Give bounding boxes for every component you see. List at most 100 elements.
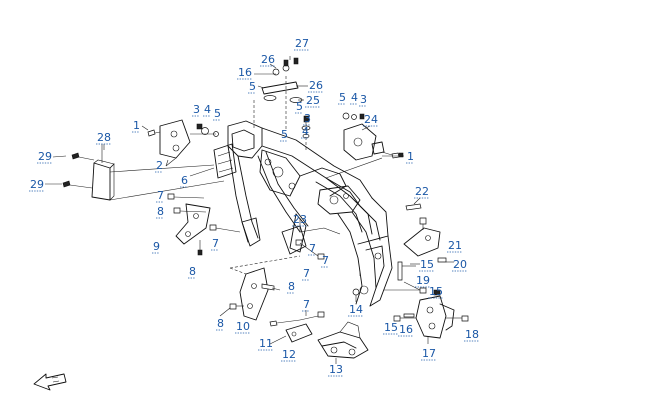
callout-number[interactable]: 8 — [217, 317, 224, 330]
callout-c7e[interactable]: 7 — [321, 254, 329, 268]
callout-c6[interactable]: 6 — [180, 174, 188, 188]
callout-c17[interactable]: 17 — [421, 347, 436, 361]
callout-number[interactable]: 3 — [360, 93, 367, 106]
callout-c5a[interactable]: 5 — [213, 107, 221, 121]
callout-number[interactable]: 7 — [157, 189, 164, 202]
callout-number[interactable]: 16 — [399, 323, 413, 336]
callout-number[interactable]: 22 — [415, 185, 429, 198]
callout-c9[interactable]: 9 — [152, 240, 160, 254]
callout-c5e[interactable]: 5 — [338, 91, 346, 105]
callout-c26a[interactable]: 26 — [260, 53, 275, 67]
callout-c15c[interactable]: 15 — [383, 321, 398, 335]
callout-number[interactable]: 27 — [295, 37, 309, 50]
callout-number[interactable]: 8 — [288, 280, 295, 293]
callout-number[interactable]: 5 — [339, 91, 346, 104]
callout-number[interactable]: 24 — [364, 113, 378, 126]
callout-c14[interactable]: 14 — [348, 303, 363, 317]
callout-number[interactable]: 13 — [329, 363, 343, 376]
callout-c7c[interactable]: 7 — [308, 242, 316, 256]
callout-c5c[interactable]: 5 — [295, 100, 303, 114]
callout-c24[interactable]: 24 — [363, 113, 378, 127]
callout-c15b[interactable]: 15 — [428, 285, 443, 299]
callout-c22[interactable]: 22 — [414, 185, 429, 199]
callout-c13[interactable]: 13 — [328, 363, 343, 377]
callout-c7b[interactable]: 7 — [211, 237, 219, 251]
callout-number[interactable]: 15 — [429, 285, 443, 298]
callout-number[interactable]: 14 — [349, 303, 363, 316]
callout-c4a[interactable]: 4 — [203, 103, 211, 117]
callout-number[interactable]: 10 — [236, 320, 250, 333]
callout-c8a[interactable]: 8 — [156, 205, 164, 219]
callout-c4b[interactable]: 4 — [301, 125, 309, 139]
callout-c2[interactable]: 2 — [155, 159, 163, 173]
callout-number[interactable]: 3 — [193, 103, 200, 116]
callout-number[interactable]: 9 — [153, 240, 160, 253]
callout-c12[interactable]: 12 — [281, 348, 296, 362]
callout-c3a[interactable]: 3 — [192, 103, 200, 117]
callout-number[interactable]: 5 — [296, 100, 303, 113]
callout-number[interactable]: 7 — [303, 298, 310, 311]
callout-c10[interactable]: 10 — [235, 320, 250, 334]
callout-c1b[interactable]: 1 — [406, 150, 414, 164]
callout-c20[interactable]: 20 — [452, 258, 467, 272]
callout-number[interactable]: 20 — [453, 258, 467, 271]
callout-number[interactable]: 19 — [416, 274, 430, 287]
callout-number[interactable]: 5 — [249, 80, 256, 93]
callout-c25[interactable]: 25 — [305, 94, 320, 108]
callout-number[interactable]: 5 — [214, 107, 221, 120]
callout-c21[interactable]: 21 — [447, 239, 462, 253]
callout-number[interactable]: 25 — [306, 94, 320, 107]
callout-number[interactable]: 3 — [304, 112, 311, 125]
callout-number[interactable]: 7 — [303, 267, 310, 280]
callout-number[interactable]: 8 — [157, 205, 164, 218]
callout-number[interactable]: 4 — [351, 91, 358, 104]
callout-number[interactable]: 26 — [309, 79, 323, 92]
callout-c3b[interactable]: 3 — [303, 112, 311, 126]
callout-c19[interactable]: 19 — [415, 274, 430, 288]
callout-number[interactable]: 15 — [384, 321, 398, 334]
callout-c26b[interactable]: 26 — [308, 79, 323, 93]
callout-c8c[interactable]: 8 — [287, 280, 295, 294]
callout-number[interactable]: 15 — [420, 258, 434, 271]
callout-c5d[interactable]: 5 — [280, 128, 288, 142]
callout-number[interactable]: 12 — [282, 348, 296, 361]
callout-c1a[interactable]: 1 — [132, 119, 140, 133]
callout-number[interactable]: 8 — [189, 265, 196, 278]
callout-number[interactable]: 2 — [156, 159, 163, 172]
callout-c27[interactable]: 27 — [294, 37, 309, 51]
callout-c11[interactable]: 11 — [258, 337, 273, 351]
callout-c7d[interactable]: 7 — [302, 267, 310, 281]
callout-number[interactable]: 29 — [30, 178, 44, 191]
callout-c16b[interactable]: 16 — [398, 323, 413, 337]
callout-number[interactable]: 4 — [204, 103, 211, 116]
callout-number[interactable]: 17 — [422, 347, 436, 360]
callout-number[interactable]: 6 — [181, 174, 188, 187]
callout-number[interactable]: 16 — [238, 66, 252, 79]
callout-number[interactable]: 21 — [448, 239, 462, 252]
callout-c7f[interactable]: 7 — [302, 298, 310, 312]
callout-number[interactable]: 7 — [322, 254, 329, 267]
callout-c3c[interactable]: 3 — [359, 93, 367, 107]
callout-c28[interactable]: 28 — [96, 131, 111, 145]
callout-number[interactable]: 18 — [465, 328, 479, 341]
callout-number[interactable]: 28 — [97, 131, 111, 144]
callout-number[interactable]: 7 — [212, 237, 219, 250]
callout-number[interactable]: 7 — [309, 242, 316, 255]
callout-number[interactable]: 4 — [302, 125, 309, 138]
callout-number[interactable]: 26 — [261, 53, 275, 66]
callout-number[interactable]: 23 — [293, 213, 307, 226]
callout-number[interactable]: 5 — [281, 128, 288, 141]
callout-c8d[interactable]: 8 — [216, 317, 224, 331]
callout-c4c[interactable]: 4 — [350, 91, 358, 105]
callout-c15a[interactable]: 15 — [419, 258, 434, 272]
callout-c16a[interactable]: 16 — [237, 66, 252, 80]
callout-c7a[interactable]: 7 — [156, 189, 164, 203]
callout-number[interactable]: 1 — [407, 150, 414, 163]
callout-c29a[interactable]: 29 — [37, 150, 52, 164]
callout-c18[interactable]: 18 — [464, 328, 479, 342]
callout-c29b[interactable]: 29 — [29, 178, 44, 192]
callout-c23[interactable]: 23 — [292, 213, 307, 227]
callout-number[interactable]: 29 — [38, 150, 52, 163]
callout-c8b[interactable]: 8 — [188, 265, 196, 279]
callout-c5b[interactable]: 5 — [248, 80, 256, 94]
